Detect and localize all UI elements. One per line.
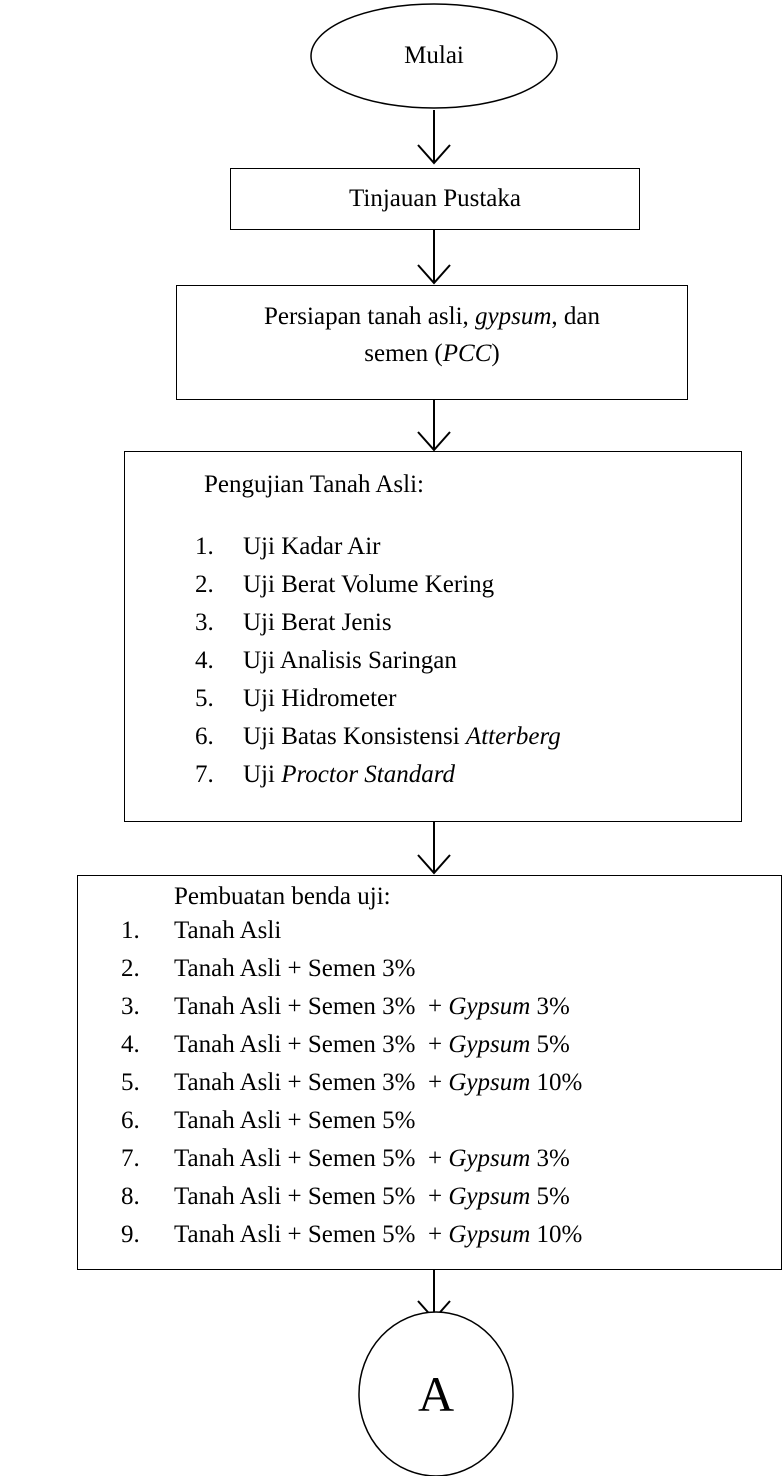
step4-item: 9.Tanah Asli + Semen 5% + Gypsum 10% <box>121 1221 583 1248</box>
step3-item: 2.Uji Berat Volume Kering <box>195 571 495 598</box>
step2-line1: Persiapan tanah asli, gypsum, dan <box>176 301 688 332</box>
step3-title: Pengujian Tanah Asli: <box>204 471 424 498</box>
step3-item: 3.Uji Berat Jenis <box>195 609 392 636</box>
step1-label: Tinjauan Pustaka <box>349 185 521 212</box>
start-label: Mulai <box>404 42 464 69</box>
step4-item: 4.Tanah Asli + Semen 3% + Gypsum 5% <box>121 1031 570 1058</box>
step4-item: 6.Tanah Asli + Semen 5% <box>121 1107 416 1134</box>
step4-item: 3.Tanah Asli + Semen 3% + Gypsum 3% <box>121 993 570 1020</box>
step3-item: 7.Uji Proctor Standard <box>195 761 456 788</box>
step4-item: 1.Tanah Asli <box>121 917 282 944</box>
step2-line1-text-a: Persiapan tanah asli, <box>263 303 476 330</box>
step4-item: 2.Tanah Asli + Semen 3% <box>121 955 416 982</box>
process-box-pembuatan-benda-uji <box>77 875 782 1270</box>
step3-item: 1.Uji Kadar Air <box>195 533 381 560</box>
step3-item: 4.Uji Analisis Saringan <box>195 647 457 674</box>
step2-line2-text-b: ) <box>491 340 500 367</box>
process-box-pengujian-tanah-asli <box>124 451 742 822</box>
offpage-connector-shape <box>358 1311 514 1476</box>
arrow-step1-to-step2 <box>417 230 451 285</box>
step2-line2: semen (PCC) <box>176 338 688 369</box>
start-terminator-shape <box>310 3 558 109</box>
step4-item: 8.Tanah Asli + Semen 5% + Gypsum 5% <box>121 1183 570 1210</box>
arrow-step3-to-step4 <box>417 822 451 875</box>
arrow-step2-to-step3 <box>417 400 451 452</box>
step2-line1-text-b: , dan <box>551 303 601 330</box>
step3-item: 6.Uji Batas Konsistensi Atterberg <box>195 723 561 750</box>
process-box-tinjauan-pustaka <box>230 168 640 230</box>
process-box-persiapan <box>176 285 688 400</box>
step4-item: 5.Tanah Asli + Semen 3% + Gypsum 10% <box>121 1069 583 1096</box>
connector-label: A <box>417 1366 455 1422</box>
step2-line2-italic: PCC <box>442 340 492 367</box>
step3-item: 5.Uji Hidrometer <box>195 685 397 712</box>
arrow-start-to-step1 <box>417 110 451 165</box>
step2-line2-text-a: semen ( <box>364 340 443 367</box>
step4-title: Pembuatan benda uji: <box>174 883 391 910</box>
step2-line1-italic: gypsum <box>475 303 552 330</box>
step4-item: 7.Tanah Asli + Semen 5% + Gypsum 3% <box>121 1145 570 1172</box>
